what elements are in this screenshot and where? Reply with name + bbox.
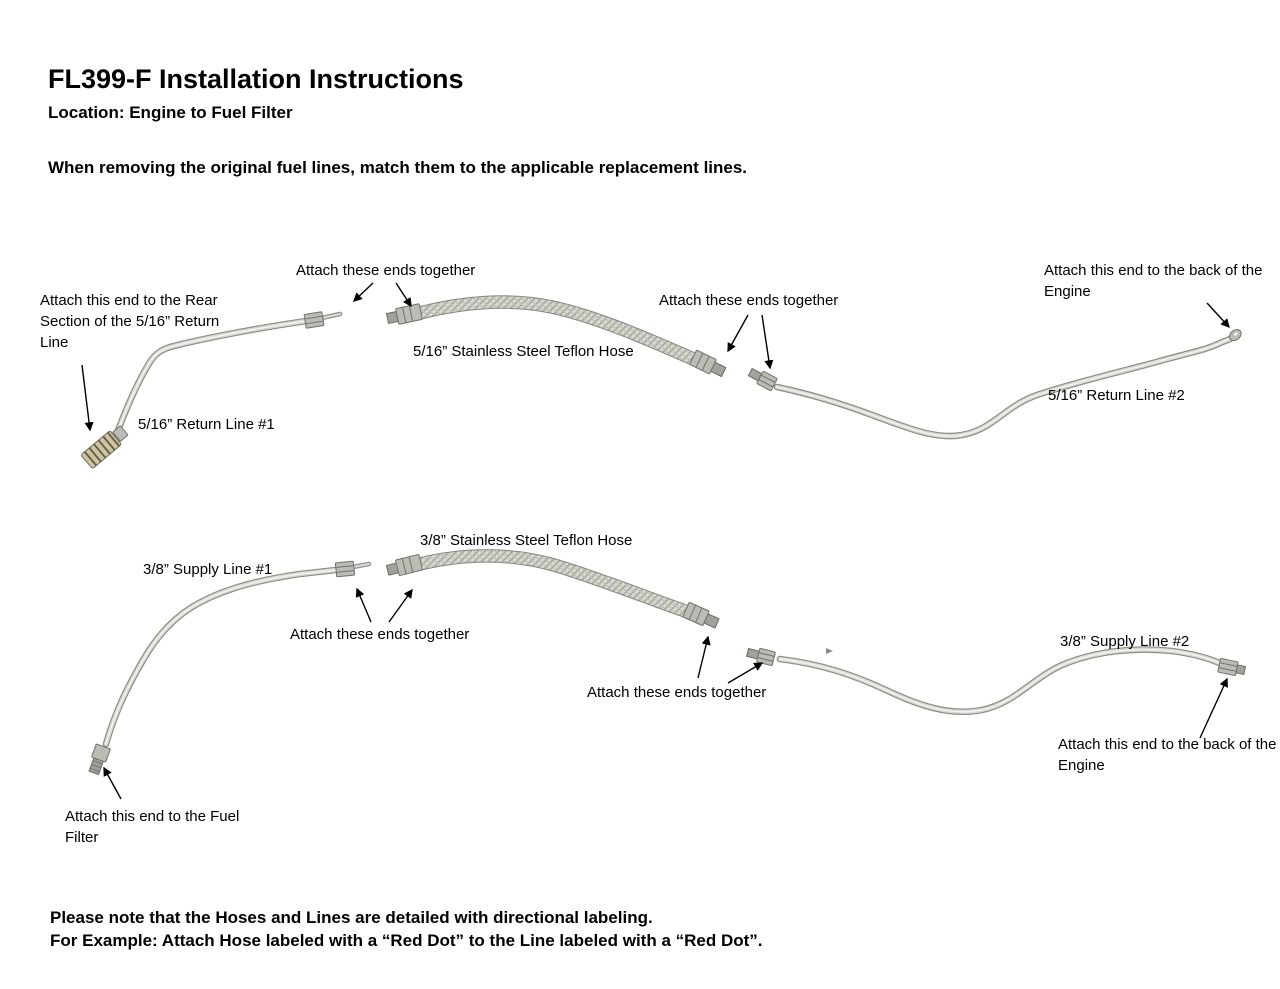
annotation-arrows: [81, 282, 1230, 800]
label-attach-back-engine-top: Attach this end to the back of the Engin…: [1044, 262, 1263, 300]
footer-note-line-1: Please note that the Hoses and Lines are…: [50, 908, 653, 927]
return-line-1-drawing: [81, 311, 343, 469]
label-attach-ends-bottom-left: Attach these ends together: [290, 626, 470, 643]
instruction-text: When removing the original fuel lines, m…: [48, 158, 748, 177]
hex-fitting: [303, 311, 325, 329]
hose-ferrule: [689, 349, 727, 378]
hose-ferrule: [385, 303, 423, 325]
hex-fitting: [747, 367, 778, 392]
label-supply-line-2: 3/8” Supply Line #2: [1060, 633, 1190, 650]
label-attach-ends-bottom-right: Attach these ends together: [587, 684, 767, 701]
label-attach-fuel-filter: Attach this end to the Fuel Filter: [65, 808, 240, 846]
hex-fitting: [334, 560, 356, 578]
label-supply-line-1: 3/8” Supply Line #1: [143, 561, 273, 578]
label-attach-ends-top-right: Attach these ends together: [659, 292, 839, 309]
label-return-line-2: 5/16” Return Line #2: [1048, 387, 1185, 404]
supply-line-2-drawing: [745, 646, 1247, 716]
label-attach-back-engine-bottom: Attach this end to the back of the Engin…: [1058, 736, 1277, 774]
hex-fitting: [1217, 657, 1247, 677]
hose-ferrule: [682, 602, 720, 629]
hose-ferrule: [385, 554, 423, 576]
page-title: FL399-F Installation Instructions: [48, 64, 464, 94]
return-line-2-drawing: [747, 329, 1242, 440]
location-subtitle: Location: Engine to Fuel Filter: [48, 103, 293, 122]
supply-line-1-drawing: [88, 560, 372, 776]
label-hose-516: 5/16” Stainless Steel Teflon Hose: [413, 343, 634, 360]
quick-connect-fitting: [81, 425, 129, 469]
teflon-hose-38-drawing: [385, 549, 720, 629]
label-attach-rear-section: Attach this end to the Rear Section of t…: [40, 292, 220, 351]
label-attach-ends-top-left: Attach these ends together: [296, 262, 476, 279]
hex-fitting: [745, 647, 776, 667]
footer-note-line-2: For Example: Attach Hose labeled with a …: [50, 931, 763, 950]
threaded-end-fitting: [88, 743, 111, 776]
flared-end: [1228, 329, 1242, 342]
directional-mark: [826, 648, 833, 654]
label-return-line-1: 5/16” Return Line #1: [138, 416, 275, 433]
label-hose-38: 3/8” Stainless Steel Teflon Hose: [420, 532, 633, 549]
teflon-hose-516-drawing: [385, 295, 727, 378]
